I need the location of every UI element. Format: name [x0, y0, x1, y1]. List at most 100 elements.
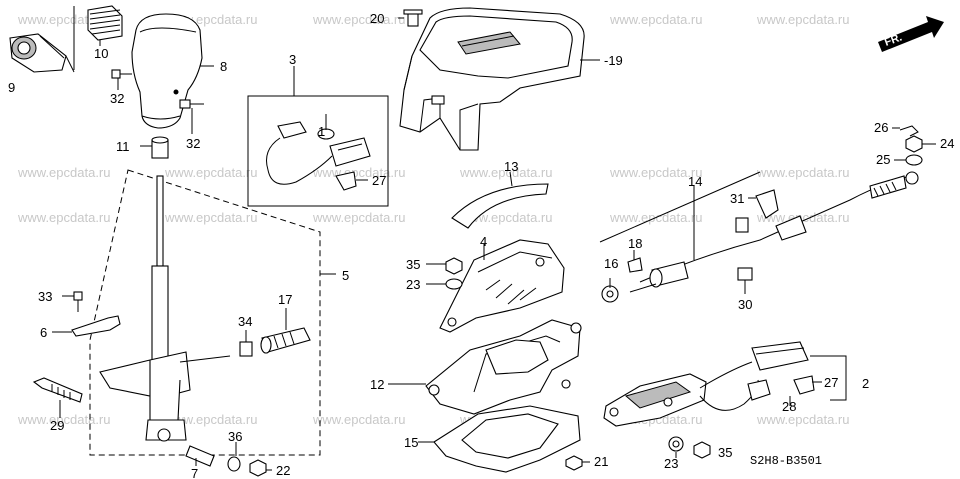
clip-part-27b [793, 375, 815, 395]
collar-part-17 [260, 327, 311, 354]
detent-bracket-part-4 [439, 239, 565, 333]
callout-18: 18 [628, 236, 642, 251]
callout-29: 29 [50, 418, 64, 433]
callout-36: 36 [228, 429, 242, 444]
callout-17: 17 [278, 292, 292, 307]
callout-35: 35 [718, 445, 732, 460]
nut-part-34 [239, 341, 253, 357]
gasket-part-15 [433, 405, 581, 473]
washer-part-25 [905, 154, 923, 166]
nut-part-35b [693, 441, 711, 459]
shift-lever-part-5 [99, 175, 231, 442]
watermark: www.epcdata.ru [756, 165, 850, 180]
callout-3: 3 [289, 52, 296, 67]
callout-19: -19 [604, 53, 623, 68]
callout-9: 9 [8, 80, 15, 95]
watermark: www.epcdata.ru [17, 210, 111, 225]
callout-labels: 1 2 3 4 5 6 7 8 9 10 11 12 13 14 15 16 1… [8, 11, 954, 479]
watermark: www.epcdata.ru [756, 412, 850, 427]
watermark: www.epcdata.ru [312, 165, 406, 180]
pin-part-6 [71, 315, 121, 337]
watermark: www.epcdata.ru [756, 210, 850, 225]
bolt-part-30 [737, 267, 753, 294]
watermark: www.epcdata.ru [312, 12, 406, 27]
nut-part-21 [565, 455, 583, 471]
callout-27: 27 [824, 375, 838, 390]
bracket-part-31 [735, 189, 779, 233]
position-switch-part-2 [603, 341, 809, 427]
clip-part-18 [627, 257, 643, 273]
callout-4: 4 [480, 234, 487, 249]
watermark: www.epcdata.ru [164, 412, 258, 427]
callout-6: 6 [40, 325, 47, 340]
callout-30: 30 [738, 297, 752, 312]
washer-part-23b [668, 436, 684, 452]
watermark: www.epcdata.ru [312, 412, 406, 427]
front-label: FR. [883, 31, 904, 48]
grommet-part-16 [601, 285, 619, 303]
callout-32: 32 [110, 91, 124, 106]
assembly-frame-2 [810, 355, 847, 401]
callout-27: 27 [372, 173, 386, 188]
callout-7: 7 [191, 466, 198, 479]
callout-34: 34 [238, 314, 252, 329]
callout-5: 5 [342, 268, 349, 283]
screw-part-20 [403, 9, 423, 27]
bushing-part-11 [151, 136, 169, 159]
diagram-code: S2H8-B3501 [750, 454, 822, 468]
bolt-part-33 [73, 291, 83, 312]
screw-part-32b [179, 99, 204, 109]
watermark: www.epcdata.ru [164, 210, 258, 225]
indicator-strip-part-13 [451, 183, 549, 229]
callout-23: 23 [664, 456, 678, 471]
harness-part-3 [266, 121, 371, 185]
watermark: www.epcdata.ru [312, 210, 406, 225]
washer-part-23a [445, 278, 463, 290]
clip-part-26 [899, 125, 919, 137]
callout-28: 28 [782, 399, 796, 414]
callout-35: 35 [406, 257, 420, 272]
callout-26: 26 [874, 120, 888, 135]
watermark: www.epcdata.ru [164, 165, 258, 180]
watermark: www.epcdata.ru [756, 12, 850, 27]
callout-32: 32 [186, 136, 200, 151]
callout-2: 2 [862, 376, 869, 391]
washer-part-36 [227, 456, 241, 472]
console-panel-part-19 [399, 7, 585, 151]
shift-cable-part-14 [629, 171, 919, 293]
front-direction-arrow: FR. [878, 16, 944, 52]
callout-31: 31 [730, 191, 744, 206]
callout-15: 15 [404, 435, 418, 450]
leader-line [599, 171, 761, 243]
base-bracket-part-12 [425, 319, 582, 425]
collar-part-7 [185, 445, 215, 467]
clip-part-27a [335, 171, 357, 191]
callout-14: 14 [688, 174, 702, 189]
nut-part-22 [249, 459, 267, 477]
watermark: www.epcdata.ru [459, 165, 553, 180]
callout-11: 11 [116, 139, 130, 154]
button-part-9 [9, 33, 75, 73]
spring-part-10 [87, 5, 123, 41]
watermark: www.epcdata.ru [609, 12, 703, 27]
callout-21: 21 [594, 454, 608, 469]
assembly-frame-3 [247, 95, 389, 207]
callout-22: 22 [276, 463, 290, 478]
watermark: www.epcdata.ru [17, 12, 111, 27]
watermark: www.epcdata.ru [17, 165, 111, 180]
callout-12: 12 [370, 377, 384, 392]
nut-part-35a [445, 257, 463, 275]
screw-part-32a [111, 69, 132, 79]
callout-23: 23 [406, 277, 420, 292]
callout-33: 33 [38, 289, 52, 304]
callout-8: 8 [220, 59, 227, 74]
callout-16: 16 [604, 256, 618, 271]
watermark: www.epcdata.ru [17, 412, 111, 427]
callout-25: 25 [876, 152, 890, 167]
callout-24: 24 [940, 136, 954, 151]
watermark: www.epcdata.ru [609, 165, 703, 180]
callout-10: 10 [94, 46, 108, 61]
callout-20: 20 [370, 11, 384, 26]
callout-1: 1 [318, 124, 325, 139]
